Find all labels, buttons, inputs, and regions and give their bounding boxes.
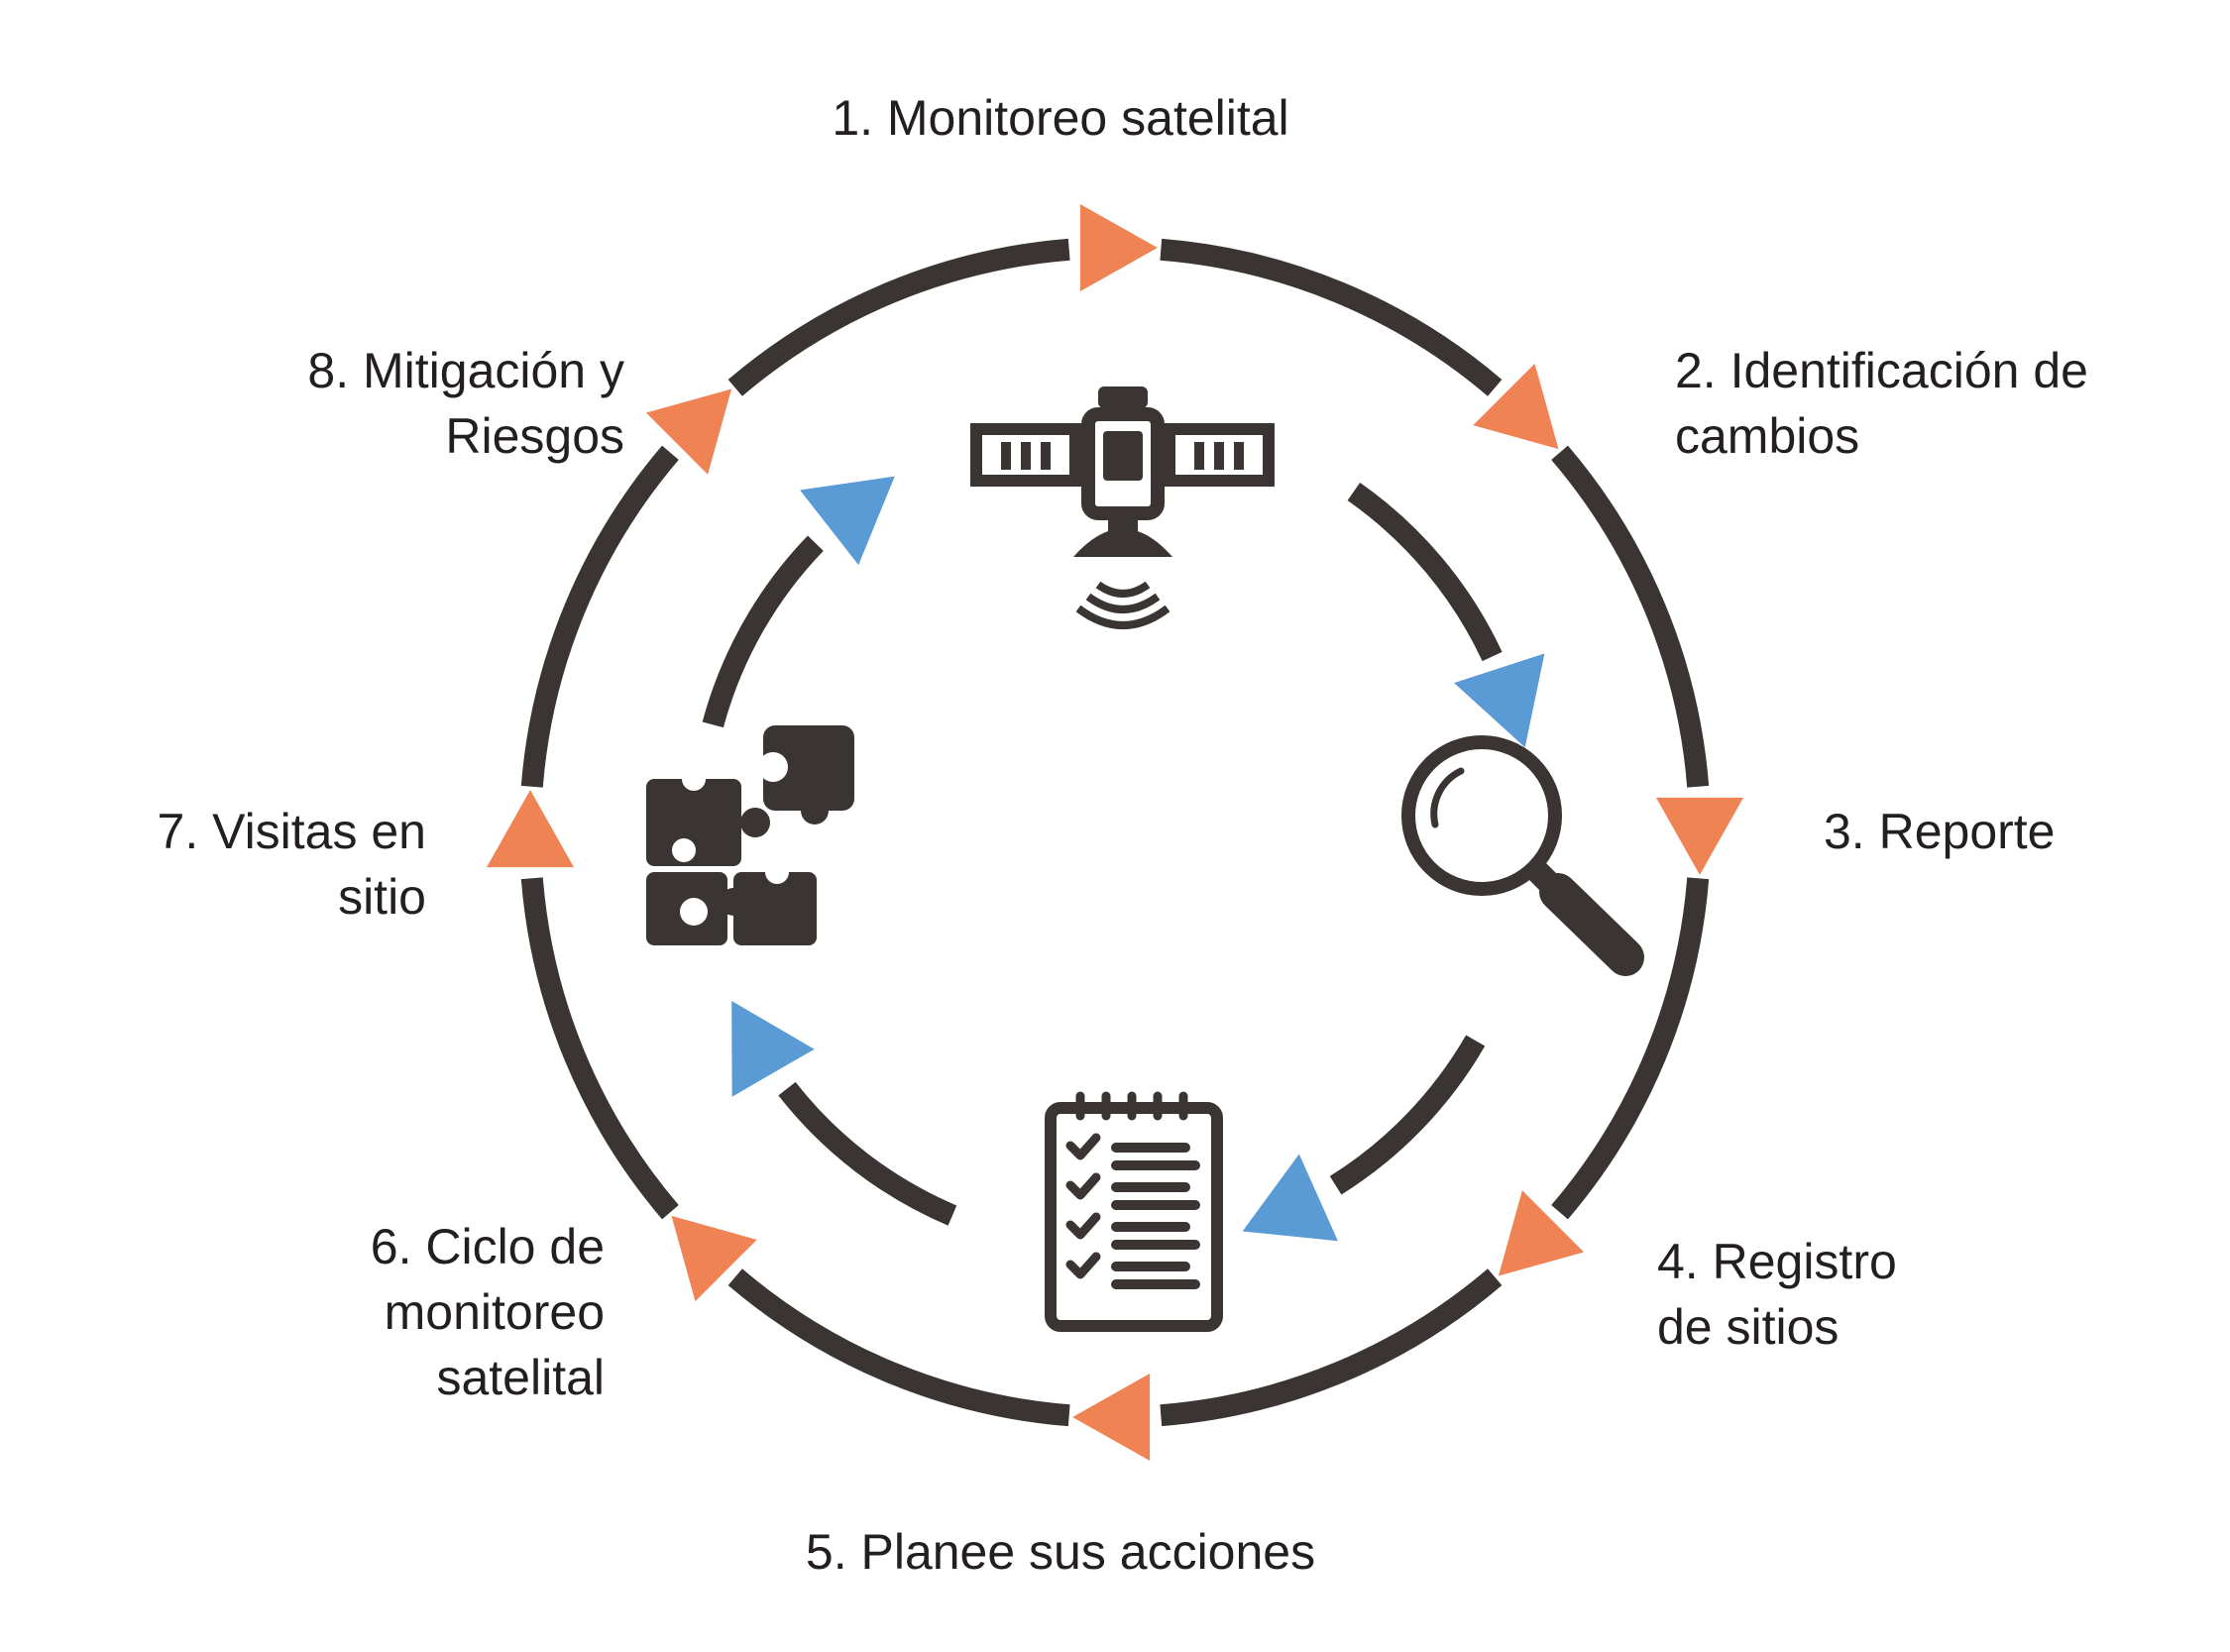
step-8-line-1: 8. Mitigación y: [307, 343, 624, 398]
step-2-label: 2. Identificación de cambios: [1675, 338, 2190, 469]
inner-ring-segment: [1329, 1035, 1486, 1195]
step-2-line-1: 2. Identificación de: [1675, 343, 2088, 398]
inner-arrow-1-icon: [1454, 653, 1545, 748]
inner-ring-segment: [778, 1081, 957, 1226]
cycle-arrow-6-icon: [671, 1215, 757, 1302]
cycle-arrow-3-icon: [1656, 797, 1743, 875]
step-7-line-2: sitio: [338, 869, 426, 925]
magnifier-icon: [1401, 735, 1644, 976]
inner-arrow-2-icon: [1242, 1154, 1338, 1242]
outer-ring-segment: [520, 877, 679, 1220]
step-2-line-2: cambios: [1675, 408, 1860, 464]
step-1-label: 1. Monitoreo satelital: [783, 85, 1338, 151]
step-8-line-2: Riesgos: [445, 408, 624, 464]
satellite-icon: [970, 386, 1275, 629]
outer-ring-segment: [520, 445, 679, 788]
checklist-icon: [1045, 1091, 1223, 1332]
outer-ring-segment: [1551, 877, 1710, 1220]
inner-ring-segment: [1347, 482, 1503, 662]
step-6-line-1: 6. Ciclo de: [370, 1219, 605, 1274]
inner-cycle-ring: [702, 476, 1545, 1242]
step-8-label: 8. Mitigación y Riesgos: [218, 338, 624, 469]
outer-ring-segment: [727, 238, 1070, 396]
puzzle-icon: [646, 725, 854, 945]
cycle-arrow-7-icon: [487, 790, 574, 868]
step-4-line-1: 4. Registro: [1657, 1234, 1897, 1289]
step-3-label: 3. Reporte: [1824, 799, 2121, 864]
outer-ring-segment: [1551, 445, 1710, 788]
step-4-label: 4. Registro de sitios: [1657, 1229, 1974, 1360]
step-7-line-1: 7. Visitas en: [157, 804, 426, 859]
step-7-label: 7. Visitas en sitio: [99, 799, 426, 930]
outer-ring-segment: [1160, 238, 1503, 396]
step-5-line-1: 5. Planee sus acciones: [805, 1524, 1316, 1580]
cycle-arrow-8-icon: [645, 388, 732, 475]
step-3-line-1: 3. Reporte: [1824, 804, 2056, 859]
step-6-line-2: monitoreo: [384, 1284, 605, 1340]
cycle-arrow-4-icon: [1498, 1190, 1585, 1276]
outer-ring-segment: [727, 1268, 1070, 1427]
inner-arrow-3-icon: [731, 1001, 815, 1097]
step-1-line-1: 1. Monitoreo satelital: [832, 90, 1289, 146]
inner-ring-segment: [702, 535, 824, 728]
outer-ring-segment: [1160, 1268, 1503, 1427]
step-6-label: 6. Ciclo de monitoreo satelital: [268, 1214, 605, 1410]
cycle-arrow-5-icon: [1072, 1374, 1151, 1461]
step-4-line-2: de sitios: [1657, 1299, 1840, 1355]
cycle-arrow-1-icon: [1079, 204, 1158, 291]
inner-arrow-4-icon: [800, 476, 895, 566]
outer-cycle-ring: [487, 204, 1743, 1461]
cycle-arrow-2-icon: [1473, 363, 1559, 450]
step-6-line-3: satelital: [436, 1350, 605, 1405]
step-5-label: 5. Planee sus acciones: [783, 1519, 1338, 1585]
